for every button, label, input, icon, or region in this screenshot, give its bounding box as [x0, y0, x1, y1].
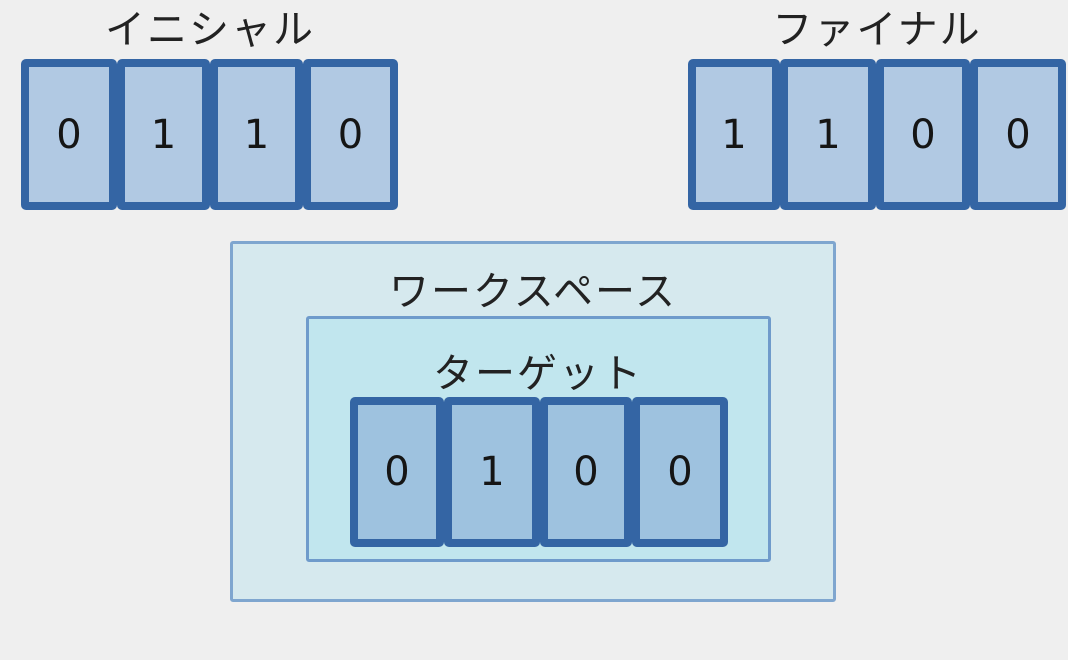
final-label: ファイナル — [772, 7, 982, 53]
initial-register: 0 1 1 0 — [21, 59, 398, 210]
initial-bit-3: 0 — [303, 59, 398, 210]
final-bit-0: 1 — [688, 59, 780, 210]
initial-label: イニシャル — [105, 7, 315, 53]
final-register: 1 1 0 0 — [688, 59, 1066, 210]
initial-bit-0: 0 — [21, 59, 117, 210]
target-label: ターゲット — [433, 351, 643, 397]
target-bit-2: 0 — [540, 397, 632, 547]
target-bit-0: 0 — [350, 397, 444, 547]
final-bit-1: 1 — [780, 59, 876, 210]
workspace-label-text: ワークスペース — [389, 272, 677, 315]
target-bit-1: 1 — [444, 397, 540, 547]
initial-bit-2: 1 — [210, 59, 303, 210]
initial-bit-1: 1 — [117, 59, 210, 210]
target-bit-3: 0 — [632, 397, 728, 547]
target-register: 0 1 0 0 — [350, 397, 728, 547]
final-bit-2: 0 — [876, 59, 970, 210]
workspace-label: ワークスペース — [383, 272, 683, 316]
final-bit-3: 0 — [970, 59, 1066, 210]
